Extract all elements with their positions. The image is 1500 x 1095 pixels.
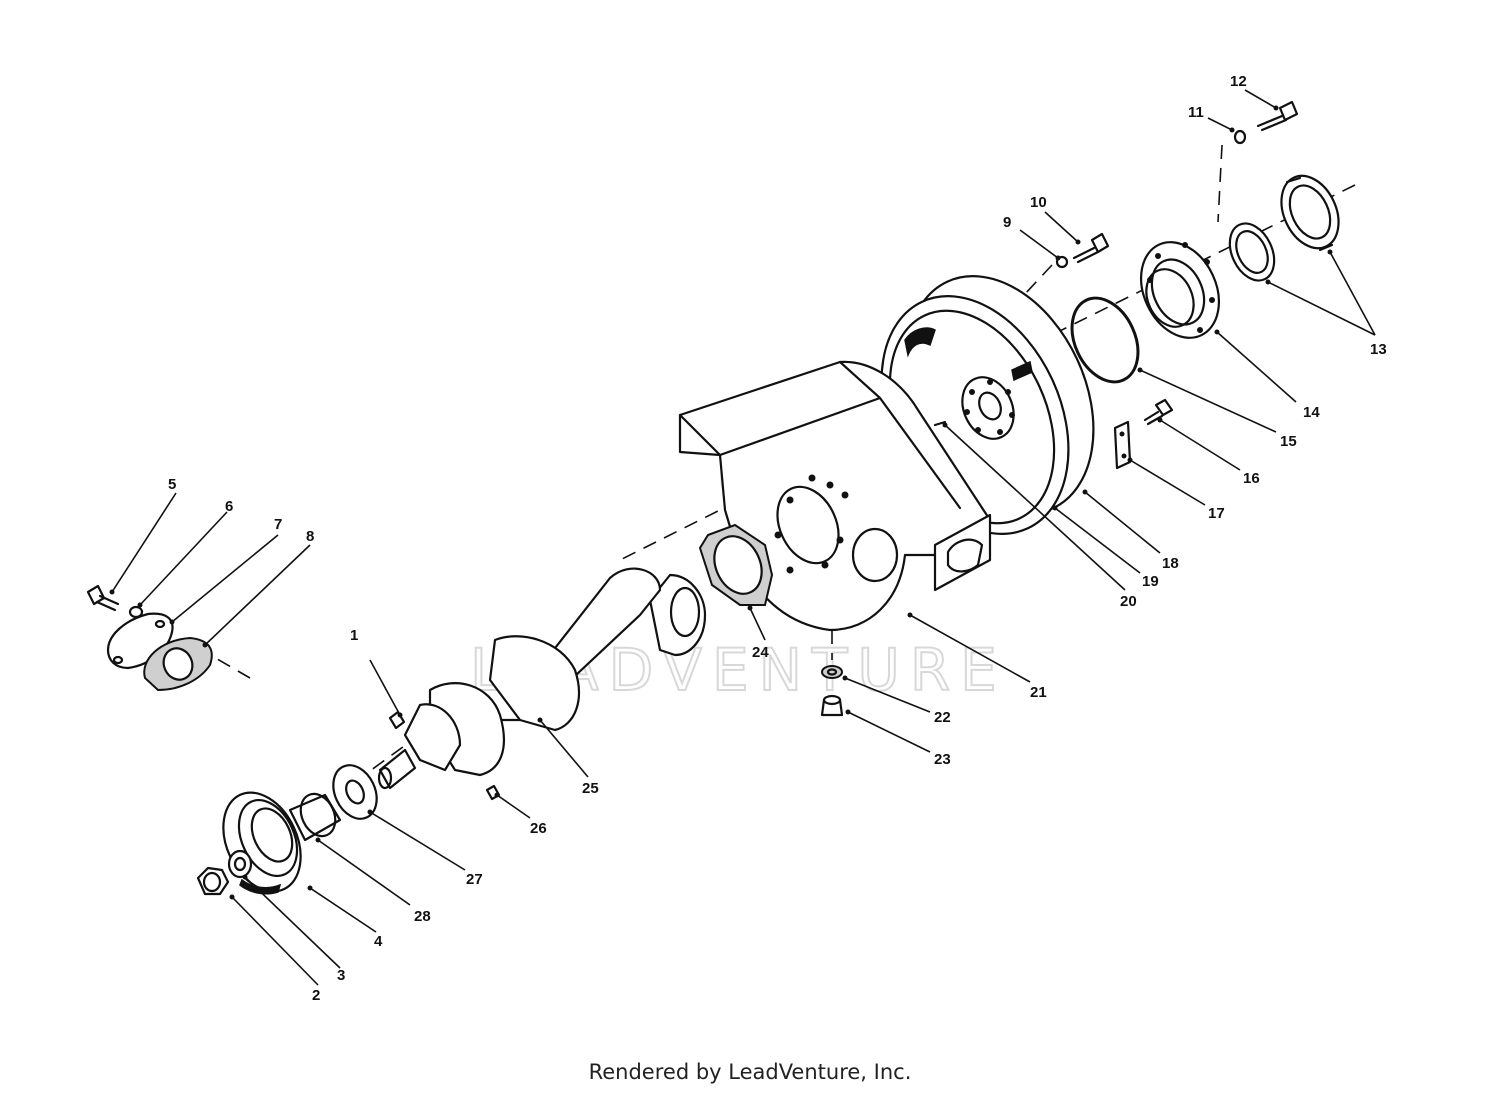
footer-credit: Rendered by LeadVenture, Inc.: [588, 1060, 912, 1084]
callout-18: 18: [1162, 555, 1179, 572]
part-16-screw: [1143, 398, 1174, 426]
callout-1: 1: [350, 627, 358, 644]
part-24-gasket: [698, 523, 774, 606]
part-13-seals: [1228, 174, 1340, 282]
callout-6: 6: [225, 498, 233, 515]
part-27-washer: [332, 764, 378, 820]
callout-26: 26: [530, 820, 547, 837]
leader-lines: [109, 89, 1376, 986]
callout-5: 5: [168, 476, 176, 493]
callout-20: 20: [1120, 593, 1137, 610]
part-15-o-ring: [1070, 296, 1140, 384]
callout-19: 19: [1142, 573, 1159, 590]
callout-16: 16: [1243, 470, 1260, 487]
part-17-bracket: [1113, 420, 1132, 470]
part-22-washer: [821, 665, 843, 679]
part-14-retainer: [1140, 241, 1220, 339]
part-28-gear: [288, 792, 342, 842]
callout-24: 24: [752, 644, 769, 661]
callout-23: 23: [934, 751, 951, 768]
part-11-washer: [1233, 129, 1247, 145]
callout-22: 22: [934, 709, 951, 726]
callout-13: 13: [1370, 341, 1387, 358]
callout-3: 3: [337, 967, 345, 984]
callout-27: 27: [466, 871, 483, 888]
callout-numbers: 1 2 3 4 5 6 7 8 9 10 11 12 13 14 15 16 1…: [168, 73, 1387, 1004]
part-23-plug: [820, 694, 844, 717]
part-10-bolt: [1072, 232, 1110, 264]
callout-4: 4: [374, 933, 383, 950]
callout-7: 7: [274, 516, 282, 533]
callout-9: 9: [1003, 214, 1011, 231]
callout-15: 15: [1280, 433, 1297, 450]
part-2-nut: [196, 866, 230, 896]
callout-25: 25: [582, 780, 599, 797]
callout-17: 17: [1208, 505, 1225, 522]
callout-12: 12: [1230, 73, 1247, 90]
callout-14: 14: [1303, 404, 1320, 421]
callout-8: 8: [306, 528, 314, 545]
callout-21: 21: [1030, 684, 1047, 701]
part-1-key: [388, 710, 406, 730]
callout-28: 28: [414, 908, 431, 925]
callout-11: 11: [1188, 104, 1204, 121]
part-12-bolt: [1256, 100, 1299, 132]
callout-2: 2: [312, 987, 320, 1004]
part-25-crankshaft: [377, 567, 707, 790]
callout-10: 10: [1030, 194, 1047, 211]
part-3-washer: [227, 849, 253, 879]
part-8-gasket: [143, 636, 213, 692]
part-5-screw: [86, 584, 120, 612]
